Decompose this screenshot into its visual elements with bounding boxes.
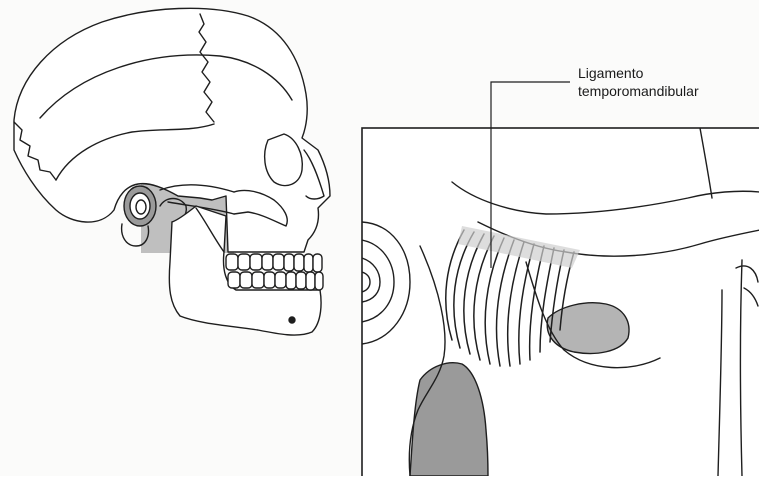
label-line-1: Ligamento bbox=[578, 65, 644, 81]
mental-foramen bbox=[289, 317, 295, 323]
label-line-2: temporomandibular bbox=[578, 83, 699, 99]
skull-drawing bbox=[14, 8, 330, 335]
upper-teeth bbox=[226, 254, 322, 272]
ear-canal bbox=[124, 186, 156, 226]
lower-teeth bbox=[228, 272, 323, 290]
detail-panel bbox=[362, 128, 759, 476]
